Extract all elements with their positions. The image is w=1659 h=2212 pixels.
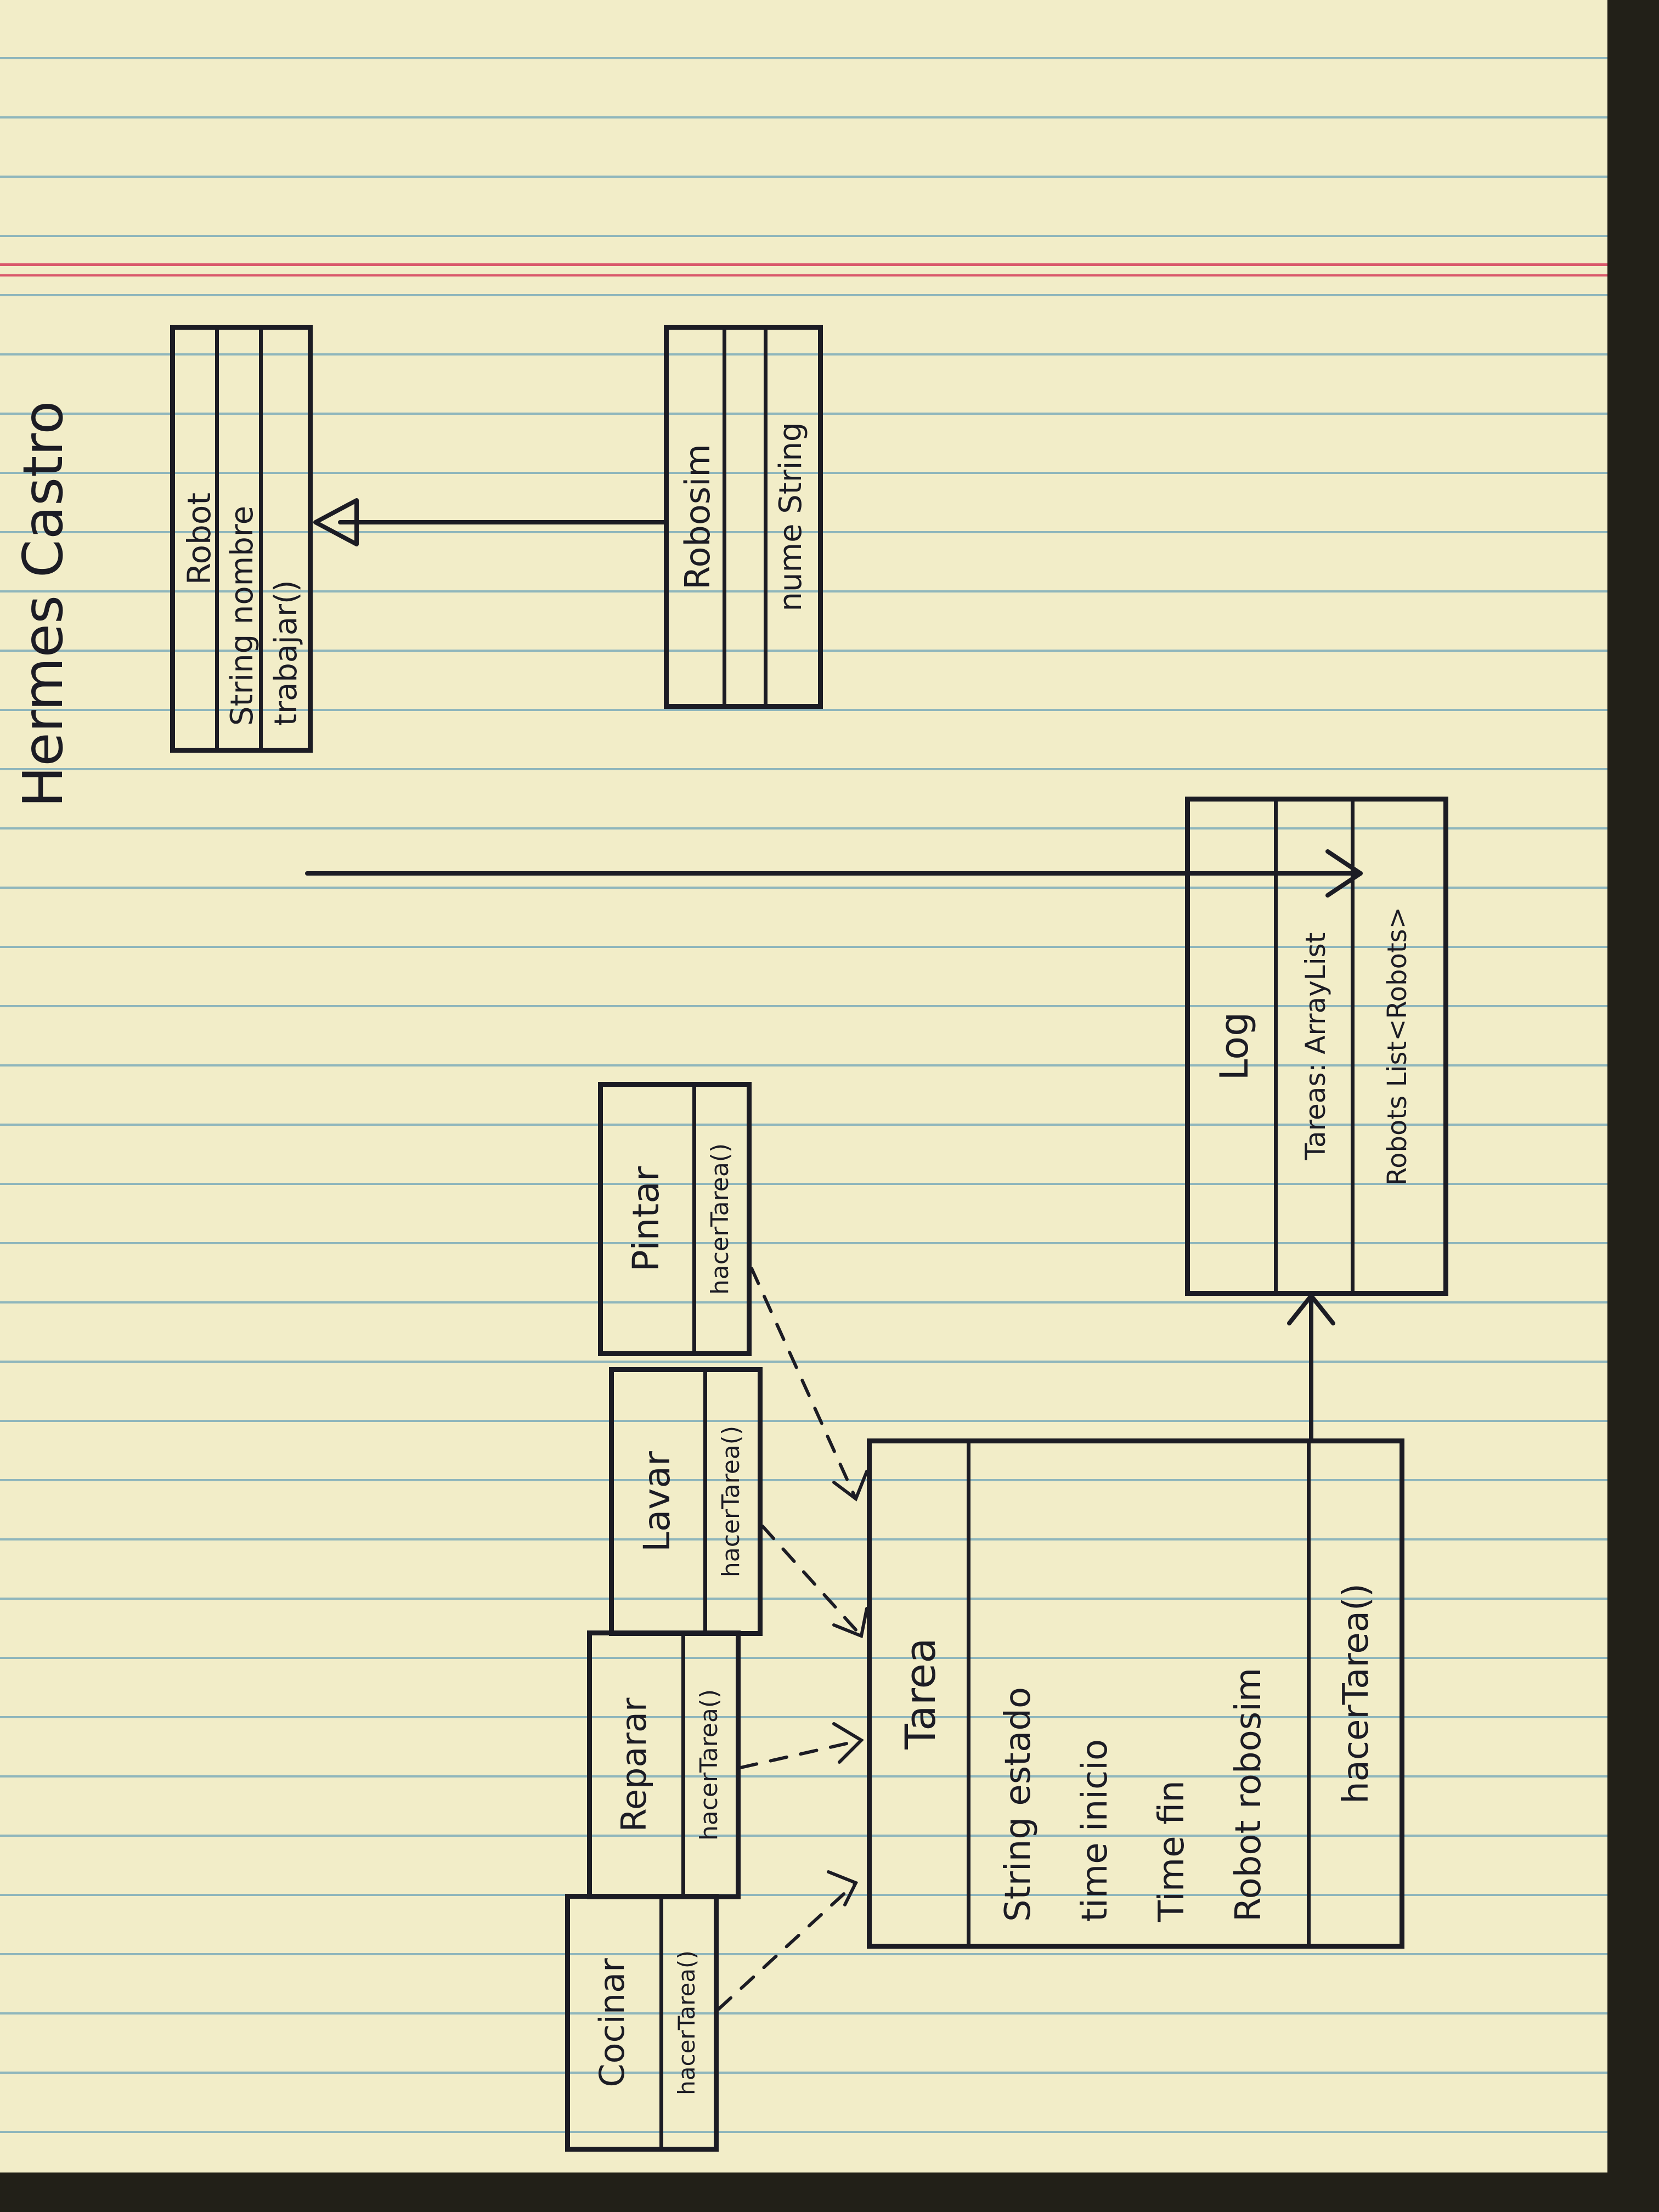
dependency-line-lavar: [761, 1525, 863, 1638]
dependency-arrowhead-lavar: [832, 1607, 868, 1639]
dependency-line-cocinar: [717, 1881, 857, 2011]
notebook-paper: [0, 0, 1607, 2172]
arrowhead-tarea-log: [1287, 1294, 1335, 1325]
dependency-line-pintar: [750, 1267, 857, 1500]
dependency-line-reparar: [739, 1739, 863, 1769]
dependency-arrowhead-reparar: [832, 1722, 864, 1764]
margin-line: [0, 263, 1607, 266]
dependency-arrowhead-pintar: [832, 1470, 868, 1502]
dependency-arrowhead-cocinar: [827, 1870, 859, 1906]
inheritance-arrowhead: [313, 498, 359, 546]
margin-line-secondary: [0, 274, 1607, 276]
arrowhead-robot-log: [1325, 849, 1363, 898]
